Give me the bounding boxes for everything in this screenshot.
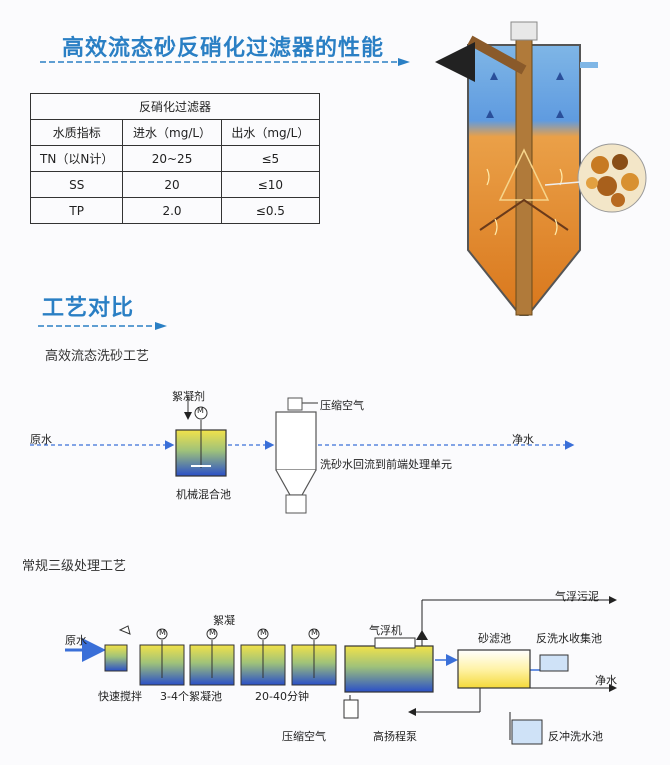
table-header: 进水（mg/L）: [122, 119, 222, 146]
flotation-sludge-label: 气浮污泥: [555, 590, 599, 603]
flow-sand-filter-unit: [275, 397, 317, 514]
table-row: SS 20 ≤10: [29, 171, 321, 198]
mixing-tank: [175, 420, 227, 477]
backwash-collect-label: 反洗水收集池: [536, 632, 602, 645]
table-header: 水质指标: [29, 119, 124, 146]
process1-title: 高效流态洗砂工艺: [45, 349, 150, 364]
table-cell: TP: [29, 197, 124, 224]
mixing-tank-label: 机械混合池: [176, 488, 231, 501]
table-cell: ≤5: [220, 145, 321, 172]
motor-label: M: [260, 628, 267, 637]
wash-return-label: 洗砂水回流到前端处理单元: [320, 458, 452, 471]
table-cell: 2.0: [122, 197, 222, 224]
rapid-mix-label: 快速搅拌: [98, 690, 142, 703]
sand-grain-closeup: [544, 143, 647, 213]
backwash-collection-tank: [539, 654, 569, 672]
motor-label: M: [197, 406, 204, 415]
title-underline-arrow: [40, 58, 410, 66]
raw-water-label: 原水: [30, 433, 52, 446]
performance-table: 反硝化过滤器 水质指标 进水（mg/L） 出水（mg/L） TN（以N计） 20…: [29, 93, 321, 224]
sand-filter-label: 砂滤池: [478, 632, 511, 645]
process1-flow-lines: [30, 395, 575, 450]
motor-label: M: [159, 628, 166, 637]
clean-water-label: 净水: [512, 433, 534, 446]
time-label: 20-40分钟: [255, 690, 309, 703]
flotation-unit: [343, 637, 434, 719]
backwash-water-tank: [511, 719, 543, 745]
flocculation-tanks: [139, 640, 337, 686]
pump-icon: [416, 630, 428, 640]
pump-label: 高扬程泵: [373, 730, 417, 743]
process2-flow-lines: [65, 596, 617, 740]
table-cell: TN（以N计）: [29, 145, 124, 172]
table-cell: 20~25: [122, 145, 222, 172]
motor-label: M: [209, 628, 216, 637]
floc-tanks-label: 3-4个絮凝池: [160, 690, 222, 703]
raw-water-label: 原水: [65, 634, 87, 647]
motor-icon: [194, 406, 208, 420]
sand-filter-tank: [457, 649, 531, 689]
table-row: TP 2.0 ≤0.5: [29, 197, 321, 224]
table-header: 出水（mg/L）: [220, 119, 321, 146]
table-cell: ≤0.5: [220, 197, 321, 224]
table-row: TN（以N计） 20~25 ≤5: [29, 145, 321, 172]
coagulation-label: 絮凝: [213, 614, 235, 627]
section-underline-arrow: [38, 322, 167, 330]
motor-label: M: [311, 628, 318, 637]
page-title: 高效流态砂反硝化过滤器的性能: [62, 36, 385, 61]
clean-water-label: 净水: [595, 674, 617, 687]
compressed-air-label: 压缩空气: [320, 399, 364, 412]
flocculant-label: 絮凝剂: [172, 390, 205, 403]
rapid-mix-tank: [104, 625, 131, 672]
section-title-process-comparison: 工艺对比: [42, 296, 135, 321]
sand-filter-vessel: [435, 21, 598, 316]
process2-title: 常规三级处理工艺: [22, 559, 127, 574]
compressed-air-label: 压缩空气: [282, 730, 326, 743]
flotation-label: 气浮机: [369, 624, 402, 637]
backwash-tank-label: 反冲洗水池: [548, 730, 603, 743]
motor-icons: [156, 628, 320, 640]
